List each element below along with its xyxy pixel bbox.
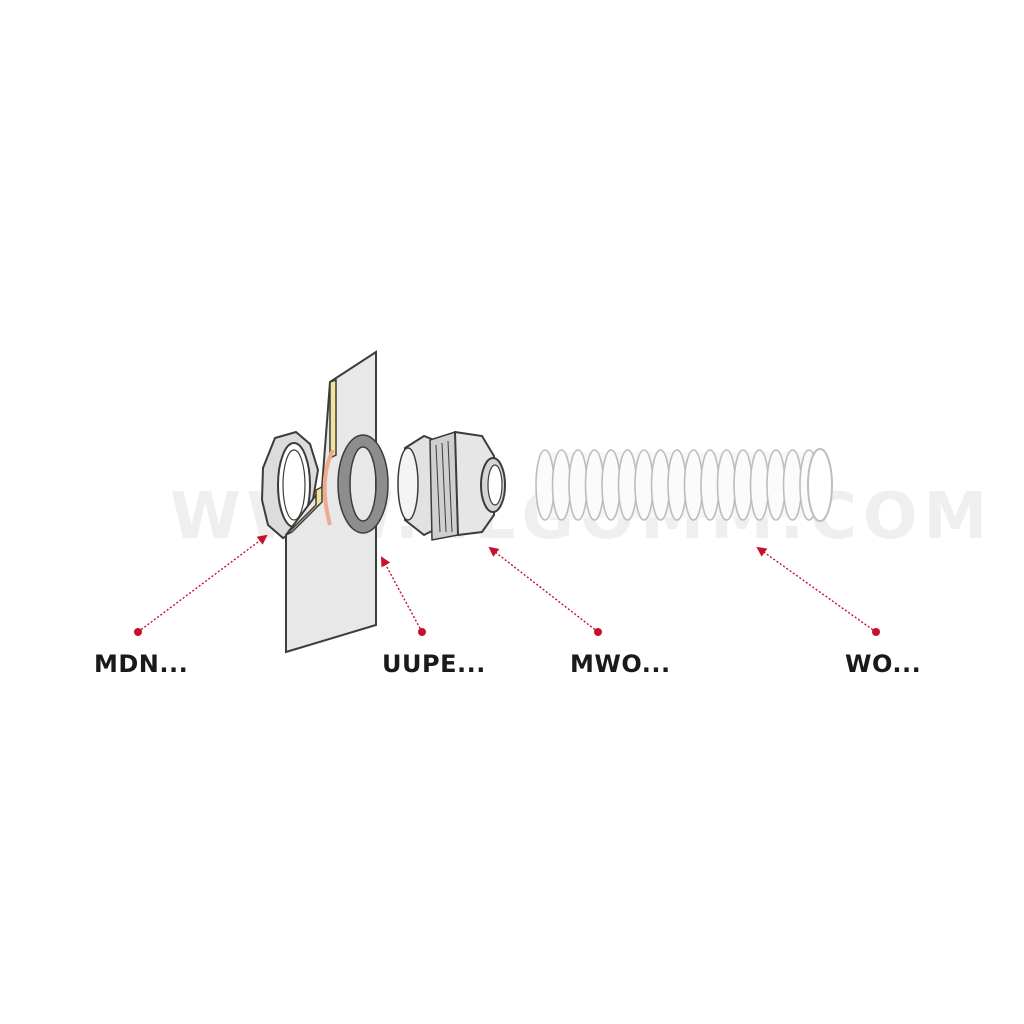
corrugated-conduit-wo xyxy=(535,448,833,522)
connector-hex-nut xyxy=(453,430,495,537)
label-mdn: MDN... xyxy=(94,650,189,678)
mounting-panel xyxy=(285,350,377,654)
connector-knurl-lines xyxy=(435,440,453,533)
connector-mwo xyxy=(397,430,506,541)
conduit-rib xyxy=(634,449,654,521)
label-uupe: UUPE... xyxy=(382,650,486,678)
leader-line-uupe xyxy=(381,556,423,633)
leader-dot-mdn xyxy=(134,628,142,636)
leader-dot-uupe xyxy=(418,628,426,636)
conduit-rib xyxy=(749,449,770,521)
conduit-rib xyxy=(568,449,588,521)
panel-edge-top xyxy=(329,378,337,460)
conduit-rib xyxy=(535,449,555,521)
panel-edge-lower xyxy=(285,485,323,536)
seal-ring-body xyxy=(338,435,388,533)
connector-mouth xyxy=(397,447,419,521)
connector-outlet-bore xyxy=(487,464,503,506)
conduit-rib xyxy=(551,449,572,521)
conduit-rib xyxy=(683,449,704,521)
conduit-rib xyxy=(667,449,687,521)
conduit-rib xyxy=(716,449,737,521)
conduit-rib xyxy=(733,449,753,521)
conduit-rib xyxy=(601,449,621,521)
conduit-end-opening xyxy=(807,448,833,522)
label-mwo: MWO... xyxy=(570,650,671,678)
label-wo: WO... xyxy=(845,650,922,678)
leader-dot-mwo xyxy=(594,628,602,636)
conduit-rib xyxy=(584,449,605,521)
seal-ring-outer-edge xyxy=(337,434,389,534)
leader-line-mdn xyxy=(137,534,268,633)
conduit-rib xyxy=(766,449,786,521)
leader-lines xyxy=(134,534,880,636)
leader-line-mwo xyxy=(488,546,599,633)
conduit-rib xyxy=(700,449,720,521)
leader-line-wo xyxy=(756,546,877,633)
conduit-rib xyxy=(782,449,803,521)
seal-ring-inner-edge xyxy=(349,446,377,522)
panel-hole-cut xyxy=(322,449,335,526)
conduit-rib xyxy=(617,449,638,521)
locknut-inner-edge xyxy=(282,449,306,521)
leader-dot-wo xyxy=(872,628,880,636)
conduit-rib xyxy=(650,449,671,521)
seal-ring-uupe xyxy=(337,434,389,534)
